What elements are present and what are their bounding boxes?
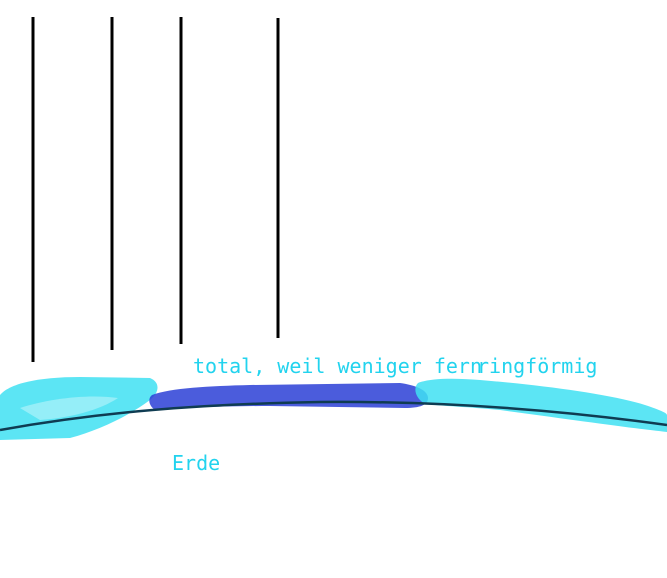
earth-surface <box>0 400 667 432</box>
label-erde: Erde <box>172 451 221 475</box>
label-ringfoermig: ringförmig <box>477 354 598 378</box>
ring-zone-left-highlight <box>20 396 118 420</box>
label-total: total, weil weniger fern <box>193 354 482 378</box>
total-zone <box>149 383 429 410</box>
ring-zone-right <box>415 378 667 432</box>
